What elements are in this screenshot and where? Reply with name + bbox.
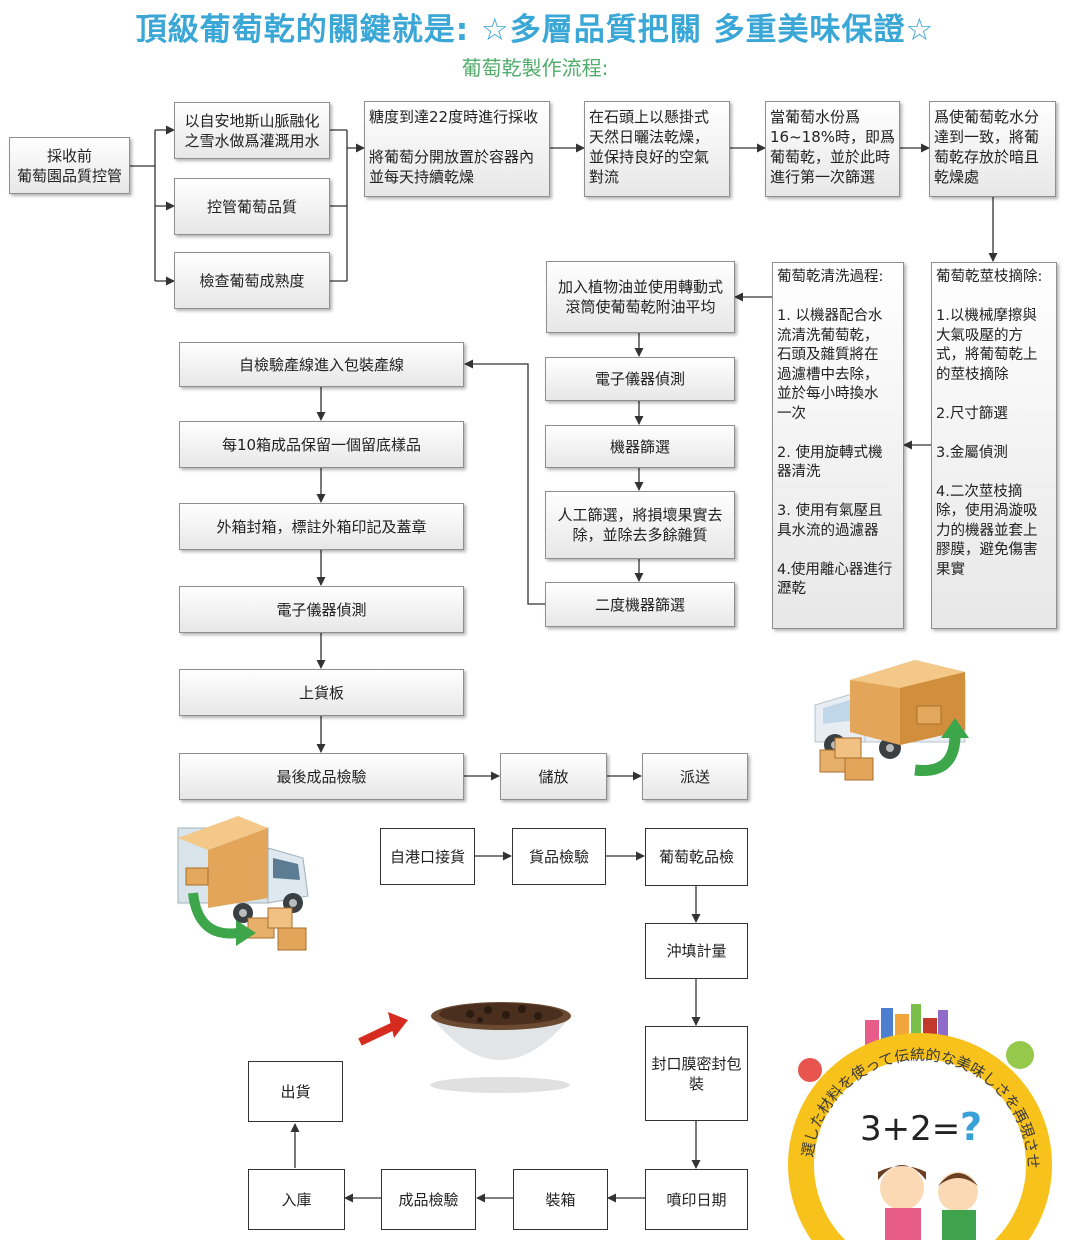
control-quality-box: 控管葡萄品質	[174, 178, 330, 235]
delivery-truck-icon	[814, 660, 969, 781]
port-receive-box: 自港口接貨	[380, 828, 475, 885]
manual-screen-box: 人工篩選，將損壞果實去 除，並除去多餘雜質	[545, 491, 735, 559]
pallet-box: 上貨板	[179, 669, 464, 716]
fill-weigh-box: 沖填計量	[645, 923, 748, 979]
print-date-box: 噴印日期	[645, 1169, 748, 1230]
ship-box: 出貨	[248, 1061, 343, 1122]
goods-inspect-box: 貨品檢驗	[512, 828, 606, 885]
seal-pack-box: 封口膜密封包 裝	[645, 1026, 748, 1121]
store-box: 儲放	[500, 753, 607, 800]
sun-dry-box: 在石頭上以懸掛式 天然日曬法乾燥， 並保持良好的空氣 對流	[584, 101, 730, 197]
boxing-box: 裝箱	[513, 1169, 608, 1230]
page-title: 頂級葡萄乾的關鍵就是: ☆多層品質把關 多重美味保證☆	[135, 12, 935, 48]
washing-box: 葡萄乾清洗過程: 1. 以機器配合水 流清洗葡萄乾， 石頭及雜質將在 過濾槽中去…	[772, 262, 904, 629]
raisin-bowl-icon	[358, 1002, 572, 1093]
machine-screen-box: 機器篩選	[545, 425, 735, 468]
electronic-detect-box-1: 電子儀器偵測	[545, 357, 735, 401]
warehouse-box: 入庫	[248, 1169, 345, 1230]
snow-water-box: 以自安地斯山脈融化 之雪水做爲灌溉用水	[174, 102, 330, 159]
question-mark-icon: ?	[960, 1105, 982, 1149]
check-maturity-box: 檢查葡萄成熟度	[174, 252, 330, 309]
badge-equation: 3+2=	[860, 1109, 960, 1149]
sample-box: 每10箱成品保留一個留底樣品	[179, 421, 464, 468]
seal-box-box: 外箱封箱，標註外箱印記及蓋章	[179, 503, 464, 550]
final-inspect-box: 最後成品檢驗	[179, 753, 464, 800]
electronic-detect-box-2: 電子儀器偵測	[179, 586, 464, 633]
pre-harvest-box: 採收前 葡萄園品質控管	[9, 137, 130, 194]
second-machine-screen-box: 二度機器篩選	[545, 582, 735, 627]
page-subtitle: 葡萄乾製作流程:	[461, 56, 609, 80]
product-inspect-box: 成品檢驗	[381, 1169, 476, 1230]
packing-line-box: 自檢驗產線進入包裝產線	[179, 342, 464, 387]
stem-removal-box: 葡萄乾莖枝摘除: 1.以機械摩擦與 大氣吸壓的方 式，將葡萄乾上 的莖枝摘除 2…	[931, 262, 1057, 629]
raisin-inspect-box: 葡萄乾品檢	[645, 828, 748, 886]
dispatch-box: 派送	[642, 753, 748, 800]
delivery-truck-icon-2	[177, 816, 309, 951]
oil-box: 加入植物油並使用轉動式 滾筒使葡萄乾附油平均	[546, 261, 735, 333]
storage-dry-box: 爲使葡萄乾水分 達到一致，將葡 萄乾存放於暗且 乾燥處	[929, 101, 1056, 197]
kids-badge-icon: 選した材料を使って伝統的な美味しさを再現させます 3+2= ?	[770, 1000, 1052, 1240]
first-screen-box: 當葡萄水份爲 16~18%時，即爲 葡萄乾，並於此時 進行第一次篩選	[765, 101, 900, 197]
harvest-box: 糖度到達22度時進行採收 將葡萄分開放置於容器內 並每天持續乾燥	[364, 101, 550, 197]
